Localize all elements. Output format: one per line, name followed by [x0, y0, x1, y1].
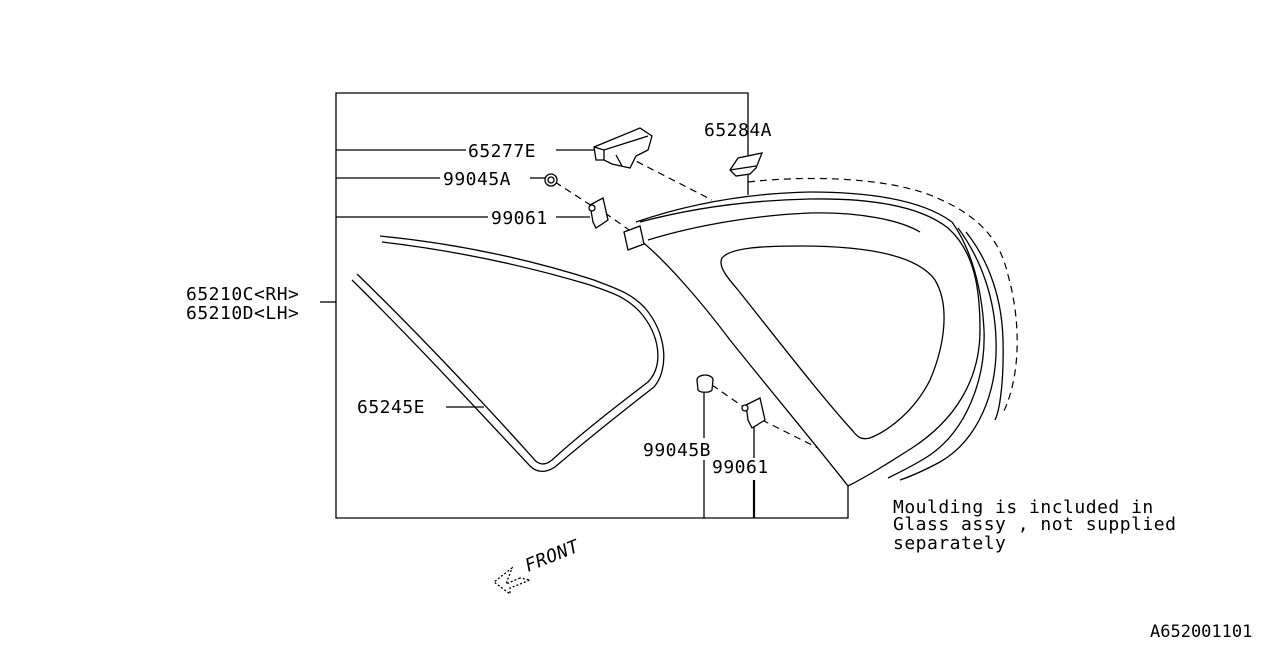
part-99045a-grommet — [544, 173, 558, 187]
part-99045b-grommet — [696, 374, 714, 393]
note-line-2: Glass assy , not supplied — [893, 514, 1176, 535]
label-99045b: 99045B — [643, 440, 711, 461]
label-65210c: 65210C<RH> — [186, 284, 299, 305]
leader-lines — [336, 149, 756, 518]
diagram-code: A652001101 — [1150, 622, 1252, 640]
part-65277e-bracket — [593, 127, 653, 169]
label-65210d: 65210D<LH> — [186, 303, 299, 324]
note-line-3: separately — [893, 533, 1006, 554]
label-99061-bottom: 99061 — [712, 457, 769, 478]
front-arrow-label: FRONT — [522, 536, 583, 577]
part-65210-glass — [623, 191, 1004, 487]
assembly-dashes — [554, 155, 1018, 449]
part-99061-top-clip — [588, 197, 609, 229]
frame-bracket — [320, 92, 849, 519]
supply-note: Moulding is included in Glass assy , not… — [893, 497, 1176, 554]
note-line-1: Moulding is included in — [893, 497, 1154, 518]
part-65284a-clip — [729, 152, 764, 177]
label-99045a: 99045A — [443, 169, 511, 190]
part-65245e-moulding — [351, 235, 665, 473]
part-99061-bottom-clip — [741, 397, 766, 429]
label-65277e: 65277E — [468, 141, 536, 162]
label-65284a: 65284A — [704, 120, 772, 141]
label-65245e: 65245E — [357, 397, 425, 418]
front-direction-arrow: FRONT — [492, 536, 583, 596]
label-99061-top: 99061 — [491, 208, 548, 229]
